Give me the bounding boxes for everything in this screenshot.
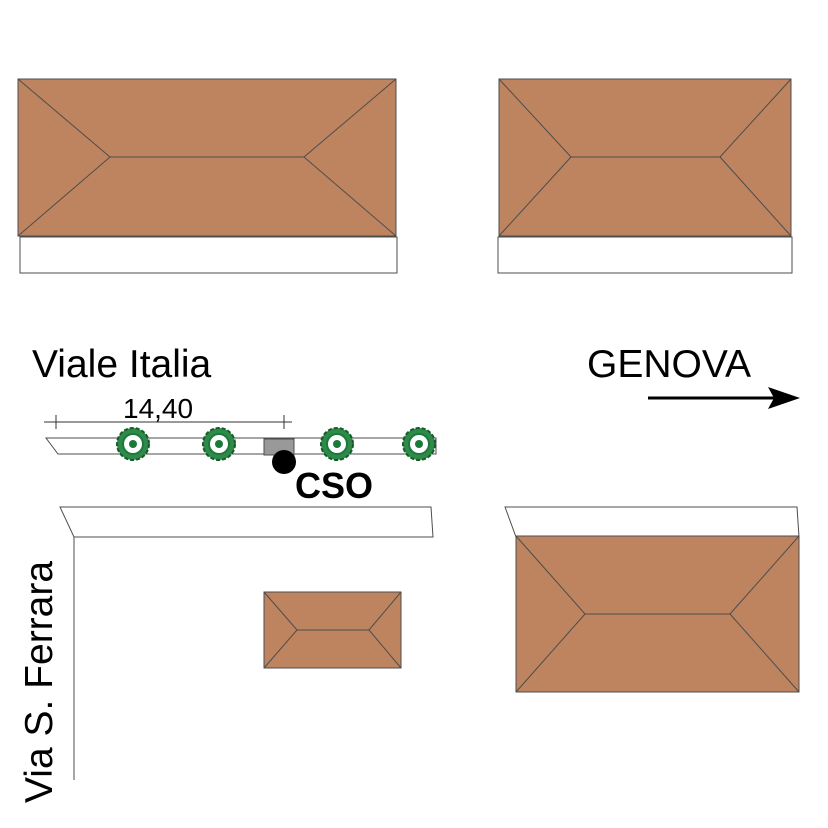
building-top-right-sidewalk (497, 236, 793, 274)
arrow-right-icon (648, 387, 800, 409)
building-top-right (497, 78, 793, 274)
building-bottom-right (504, 506, 800, 693)
tree-icon (202, 427, 236, 461)
dot-icon (272, 450, 296, 474)
building-bottom-right-sidewalk (504, 506, 800, 538)
tree-icon (116, 427, 150, 461)
street-label-main: Viale Italia (32, 343, 212, 386)
tree-icon (320, 427, 354, 461)
cso-label: CSO (295, 465, 373, 506)
direction-label: GENOVA (587, 343, 751, 386)
building-small (263, 591, 402, 669)
dimension-label: 14,40 (123, 393, 193, 424)
planting-strip (45, 437, 437, 455)
building-top-left-ridges (17, 78, 397, 158)
building-top-right-ridges (498, 78, 792, 158)
sidewalk-lower (59, 506, 434, 538)
tree-icon (402, 427, 436, 461)
dimension-line (44, 415, 292, 429)
building-top-left-sidewalk (19, 236, 398, 274)
street-label-side: Via S. Ferrara (18, 561, 61, 803)
building-top-left (17, 78, 398, 274)
